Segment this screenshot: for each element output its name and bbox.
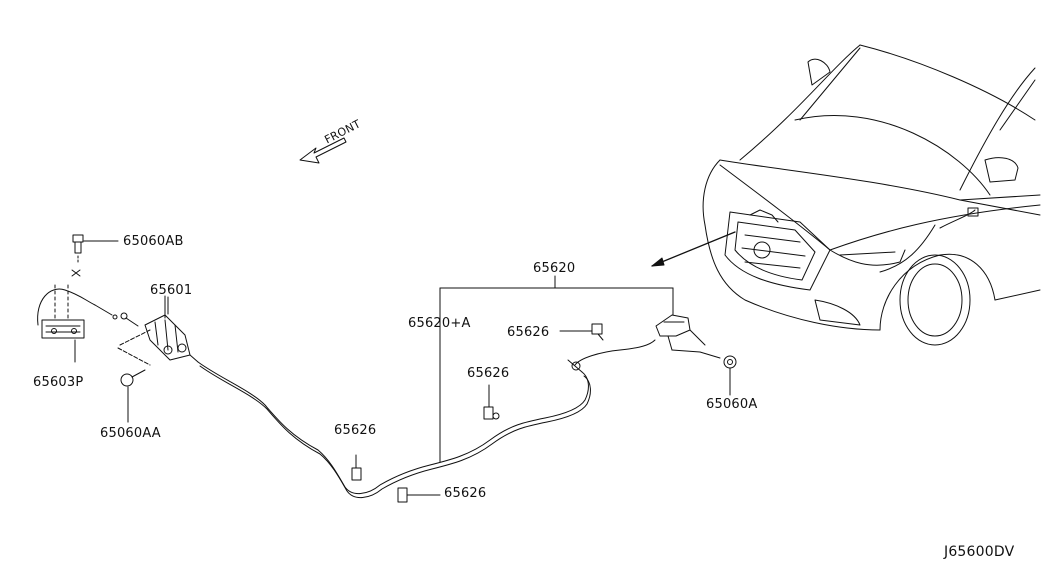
vehicle-front-illustration: [702, 44, 1041, 346]
release-cable-65620: [197, 339, 656, 498]
callout-65626-a: 65626: [334, 423, 377, 438]
callout-65626-c: 65626: [467, 366, 510, 381]
front-direction-arrow-icon: [299, 137, 347, 164]
callout-65060AA: 65060AA: [100, 426, 161, 441]
bracket-65603P: [37, 284, 118, 363]
diagram-code: J65600DV: [944, 544, 1015, 560]
callout-65626-b: 65626: [444, 486, 487, 501]
clip-65626-a: [351, 454, 362, 481]
bolt-65060AB: [71, 234, 119, 277]
clip-65626-c: [483, 384, 500, 420]
callout-65060A: 65060A: [706, 397, 758, 412]
clip-65626-b: [397, 487, 441, 503]
callout-65620-plus-a: 65620+A: [408, 316, 471, 331]
vehicle-location-arrow-icon: [651, 231, 736, 267]
callout-lines: [127, 275, 674, 463]
release-handle-65620: [655, 314, 721, 359]
hood-lock-65601: [117, 295, 199, 366]
bolt-65060A: [723, 355, 737, 396]
clip-65626-d: [559, 323, 604, 341]
callout-65060AB: 65060AB: [123, 234, 184, 249]
callout-65601: 65601: [150, 283, 193, 298]
callout-65603P: 65603P: [33, 375, 84, 390]
bolt-65060AA: [120, 369, 146, 423]
callout-65620: 65620: [533, 261, 576, 276]
callout-65626-d: 65626: [507, 325, 550, 340]
